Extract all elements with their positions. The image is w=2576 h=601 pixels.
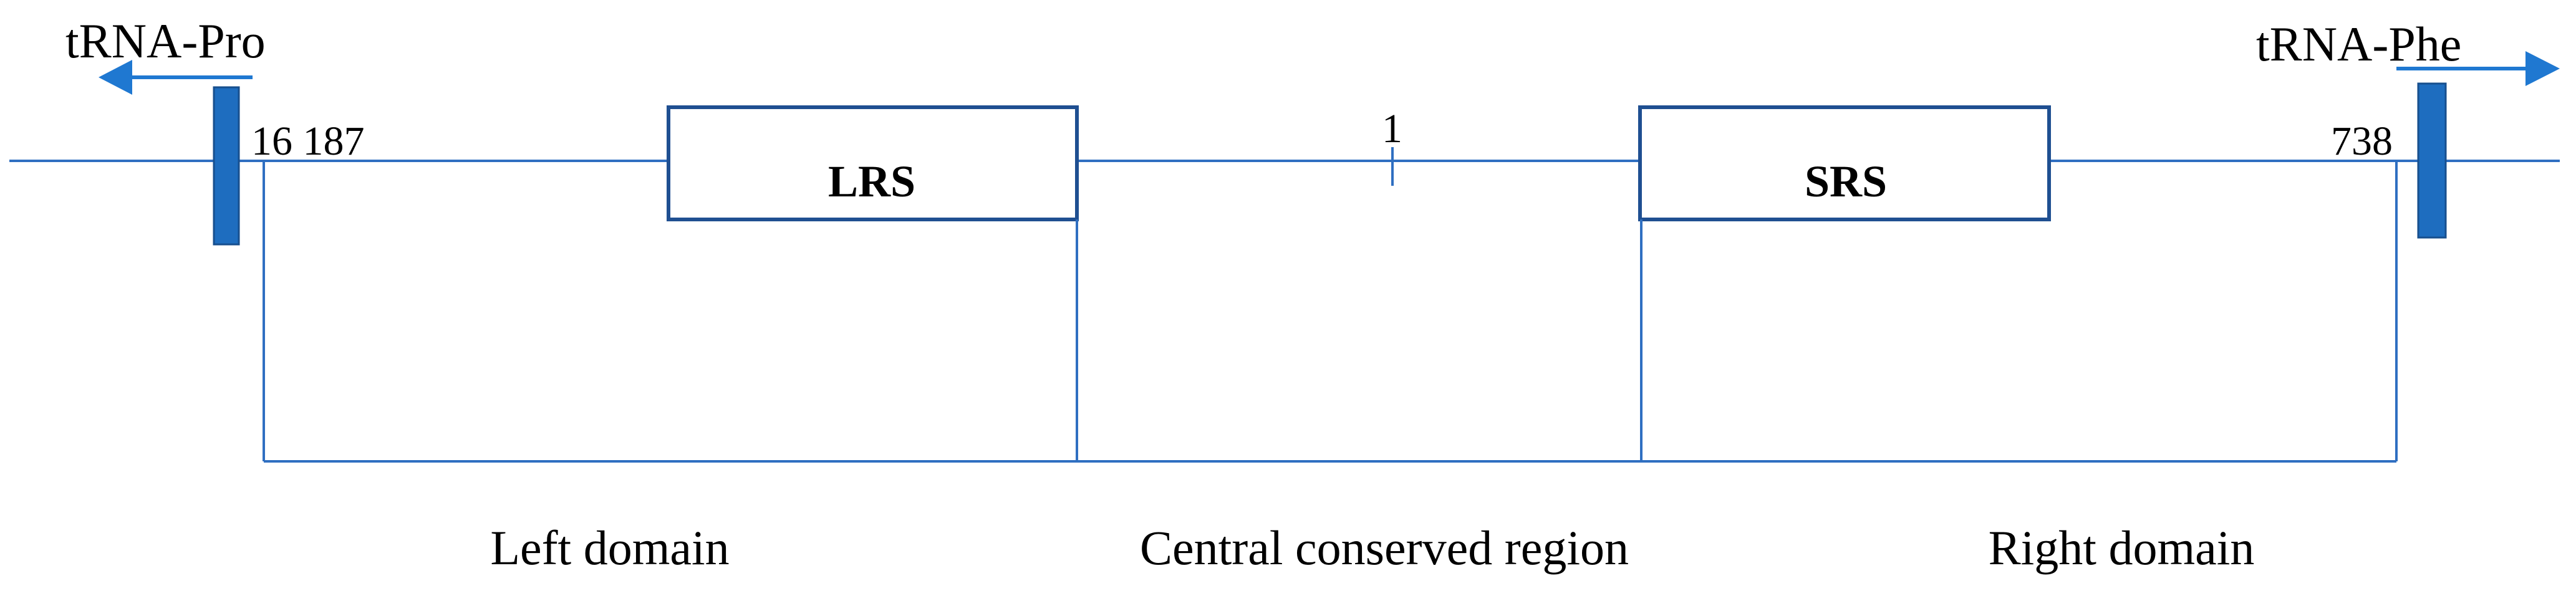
left-domain-label: Left domain (490, 521, 729, 575)
lrs-box (667, 105, 1079, 221)
srs-box (1638, 105, 2051, 221)
central-region-label: Central conserved region (1140, 521, 1629, 575)
lrs-label: LRS (828, 156, 915, 206)
right-domain-label: Right domain (1989, 521, 2255, 575)
position-origin-label: 1 (1382, 106, 1402, 151)
trna-phe-arrow-head (2525, 51, 2560, 86)
srs-label: SRS (1805, 156, 1887, 206)
position-start-label: 16 187 (251, 118, 365, 164)
trna-phe-label: tRNA-Phe (2256, 17, 2461, 71)
trna-phe-block (2417, 82, 2447, 239)
trna-pro-block (213, 86, 240, 246)
trna-pro-arrow-head (99, 60, 132, 95)
position-end-label: 738 (2331, 118, 2393, 164)
trna-pro-label: tRNA-Pro (65, 14, 266, 68)
